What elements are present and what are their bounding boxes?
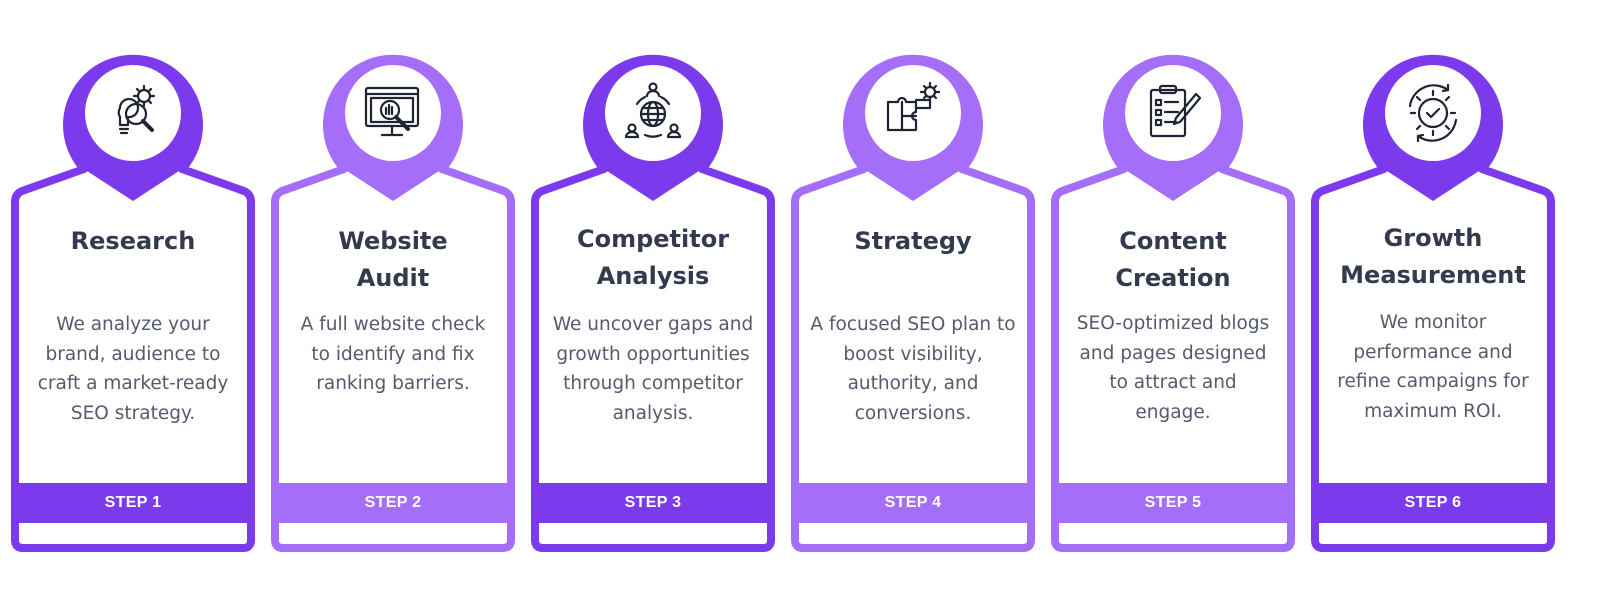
step-description: We monitor performance and refine campai… (1337, 312, 1529, 422)
globe-people-network-icon (618, 78, 688, 148)
step-description: SEO-optimized blogs and pages designed t… (1076, 313, 1270, 423)
step-title: Strategy (854, 227, 972, 255)
step-title: Content Creation (1115, 227, 1231, 292)
step-band (538, 483, 768, 523)
step-band (1318, 483, 1548, 523)
step-card-1: Research We analyze your brand, audience… (10, 46, 256, 558)
step-band (1058, 483, 1288, 523)
step-card-5: Content Creation SEO-optimized blogs and… (1050, 46, 1296, 558)
card-outline-6 (1311, 54, 1555, 552)
card-outline-4 (791, 54, 1035, 552)
step-description: A full website check to identify and fix… (300, 314, 486, 394)
step-card-2: Website Audit A full website check to id… (270, 46, 516, 558)
step-band (798, 483, 1028, 523)
step-band (18, 483, 248, 523)
step-card-3: Competitor Analysis We uncover gaps and … (530, 46, 776, 558)
step-title: Research (70, 227, 196, 255)
step-title: Website Audit (338, 227, 448, 292)
step-description: We analyze your brand, audience to craft… (37, 314, 229, 424)
website-audit-monitor-magnifier-icon (358, 78, 428, 148)
step-title: Growth Measurement (1340, 224, 1526, 289)
step-label: STEP 4 (884, 494, 942, 511)
step-description: We uncover gaps and growth opportunities… (552, 314, 754, 424)
step-label: STEP 6 (1404, 494, 1462, 511)
icon-circle-bg (1385, 65, 1481, 161)
step-card-4: Strategy A focused SEO plan to boost vis… (790, 46, 1036, 558)
step-band (278, 483, 508, 523)
clipboard-checklist-pen-icon (1138, 78, 1208, 148)
step-label: STEP 5 (1144, 494, 1202, 511)
step-card-6: Growth Measurement We monitor performanc… (1310, 46, 1556, 558)
research-lightbulb-gear-magnifier-icon (98, 78, 168, 148)
step-label: STEP 2 (364, 494, 422, 511)
step-description: A focused SEO plan to boost visibility, … (810, 314, 1016, 424)
card-outline-1 (11, 54, 255, 552)
card-outline-5 (1051, 54, 1295, 552)
gear-check-cycle-icon (1398, 78, 1468, 148)
step-label: STEP 1 (104, 494, 162, 511)
puzzle-gear-icon (878, 78, 948, 148)
icon-circle-bg (85, 65, 181, 161)
step-title: Competitor Analysis (576, 225, 730, 290)
step-label: STEP 3 (624, 494, 682, 511)
